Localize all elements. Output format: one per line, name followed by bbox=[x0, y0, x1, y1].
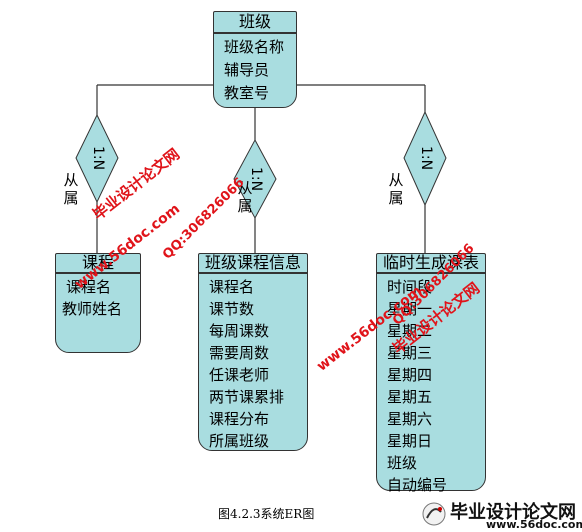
entity-temp-schedule-title: 临时生成课表 bbox=[376, 253, 486, 273]
logo-url: www.56doc.com bbox=[486, 518, 582, 531]
relationship-label-left-a: 从 bbox=[63, 171, 79, 189]
entity-course-title: 课程 bbox=[55, 253, 141, 273]
relationship-diamond-left bbox=[75, 113, 119, 204]
attribute: 星期六 bbox=[387, 410, 433, 428]
logo-text: 毕业设计论文网 bbox=[450, 502, 576, 523]
attribute: 自动编号 bbox=[387, 476, 448, 494]
attribute: 需要周数 bbox=[209, 344, 270, 362]
attribute: 星期三 bbox=[387, 344, 433, 362]
relationship-diamond-right bbox=[403, 110, 447, 207]
entity-temp-schedule-attributes: 时间段 星期一 星期二 星期三 星期四 星期五 星期六 星期日 班级 自动编号 bbox=[376, 273, 486, 494]
attribute: 星期五 bbox=[387, 388, 433, 406]
attribute: 每周课数 bbox=[209, 322, 270, 340]
attribute: 两节课累排 bbox=[209, 388, 285, 406]
entity-class-course-info-attributes: 课程名 课节数 每周课数 需要周数 任课老师 两节课累排 课程分布 所属班级 bbox=[198, 273, 308, 451]
attribute: 课节数 bbox=[209, 300, 255, 318]
entity-class-course-info-title: 班级课程信息 bbox=[198, 253, 308, 273]
relationship-label-middle-a: 从 bbox=[237, 179, 253, 197]
entity-class-attributes: 班级名称 辅导员 教室号 bbox=[213, 33, 297, 108]
attribute: 所属班级 bbox=[209, 432, 270, 450]
attribute: 班级名称 bbox=[224, 38, 285, 56]
attribute: 课程名 bbox=[66, 278, 112, 296]
relationship-cardinality-right: 1:N bbox=[418, 146, 434, 171]
relationship-label-left-b: 属 bbox=[63, 189, 79, 207]
relationship-label-right-a: 从 bbox=[388, 171, 404, 189]
relationship-label-middle-b: 属 bbox=[237, 197, 253, 215]
attribute: 课程名 bbox=[209, 278, 255, 296]
relationship-label-right-b: 属 bbox=[388, 189, 404, 207]
attribute: 星期二 bbox=[387, 322, 433, 340]
relationship-cardinality-left: 1:N bbox=[90, 146, 106, 171]
attribute: 辅导员 bbox=[224, 61, 270, 79]
attribute: 时间段 bbox=[387, 278, 433, 296]
attribute: 星期四 bbox=[387, 366, 433, 384]
attribute: 星期一 bbox=[387, 300, 433, 318]
attribute: 班级 bbox=[387, 454, 418, 472]
entity-course-attributes: 课程名 教师姓名 bbox=[55, 273, 141, 353]
entity-class-title: 班级 bbox=[213, 11, 297, 33]
logo-emblem-icon bbox=[422, 502, 446, 526]
attribute: 教室号 bbox=[224, 84, 270, 102]
figure-caption: 图4.2.3系统ER图 bbox=[218, 507, 315, 521]
relationship-diamond-middle bbox=[233, 138, 277, 220]
attribute: 课程分布 bbox=[209, 410, 270, 428]
attribute: 星期日 bbox=[387, 432, 433, 450]
attribute: 任课老师 bbox=[209, 366, 270, 384]
attribute: 教师姓名 bbox=[62, 300, 123, 318]
